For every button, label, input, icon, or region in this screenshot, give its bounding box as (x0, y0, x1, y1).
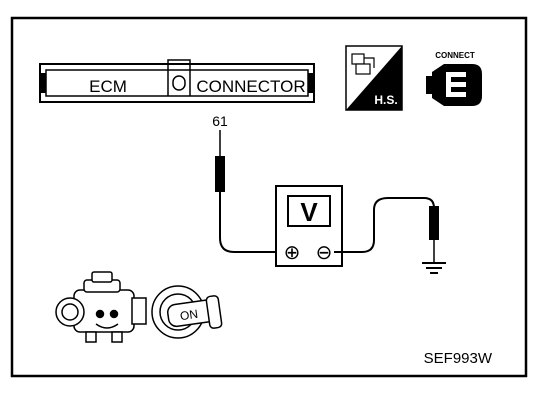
ignition-key-icon: ON (151, 285, 223, 339)
ecm-label: ECM (89, 77, 127, 96)
ignition-state: ON (179, 307, 199, 323)
negative-terminal: ⊖ (316, 242, 333, 264)
connect-badge: CONNECT (426, 51, 482, 106)
positive-probe (215, 156, 225, 192)
connector-icon (426, 64, 482, 106)
voltmeter-symbol: V (300, 197, 318, 227)
hs-text: H.S. (374, 93, 397, 107)
engine-icon (55, 271, 147, 343)
ecm-connector-block: ECM CONNECTOR (39, 59, 315, 103)
ground-icon (422, 262, 446, 274)
connect-text: CONNECT (435, 51, 475, 60)
terminal-number: 61 (212, 113, 228, 129)
connector-lock-icon (172, 75, 186, 91)
connector-label: CONNECTOR (196, 77, 305, 96)
diagram-frame (10, 16, 528, 378)
voltmeter: V ⊕ ⊖ (275, 185, 343, 267)
figure-code: SEF993W (424, 350, 493, 367)
negative-wire (334, 197, 435, 253)
negative-probe (429, 206, 439, 240)
hs-icon: H.S. (345, 45, 403, 111)
positive-wire (219, 192, 286, 253)
positive-terminal: ⊕ (284, 242, 301, 264)
